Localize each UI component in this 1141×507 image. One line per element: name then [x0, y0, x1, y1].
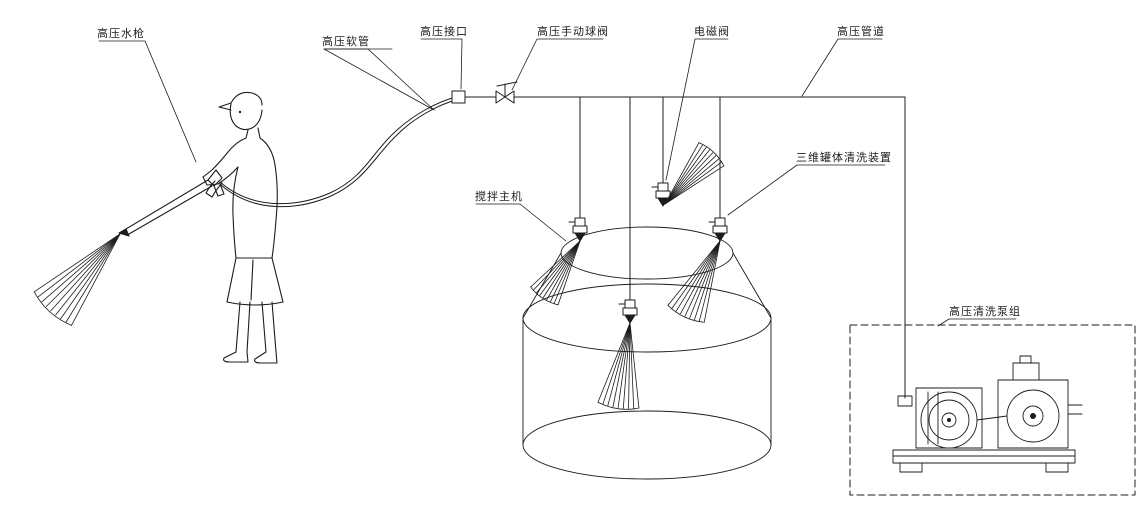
- solenoid-nozzle-4: [708, 217, 728, 242]
- manual-ball-valve: [496, 82, 517, 103]
- spray-fan-1: [528, 231, 595, 308]
- spray-gun: [119, 170, 224, 236]
- solenoid-nozzle-2: [618, 299, 638, 324]
- label-hose: 高压软管: [322, 35, 370, 48]
- label-mixer-host: 搅拌主机: [475, 190, 523, 203]
- mixer-tank: [523, 227, 771, 479]
- leader-lines: [99, 39, 1016, 326]
- spray-fan-4: [665, 232, 739, 326]
- pipeline: [465, 97, 905, 398]
- label-pipeline: 高压管道: [837, 25, 885, 38]
- label-solenoid-valve: 电磁阀: [694, 25, 730, 38]
- connector-fitting: [452, 91, 465, 103]
- label-tank-cleaning-device: 三维罐体清洗装置: [796, 151, 892, 164]
- label-pump-unit: 高压清洗泵组: [949, 305, 1021, 318]
- label-connector: 高压接口: [420, 25, 468, 38]
- pump-unit: [893, 356, 1082, 472]
- spray-fan-2: [596, 319, 651, 413]
- head: [230, 104, 262, 130]
- worker-figure: [203, 92, 283, 363]
- label-water-gun: 高压水枪: [97, 27, 145, 40]
- label-manual-ball-valve: 高压手动球阀: [537, 25, 609, 38]
- cap: [231, 92, 262, 105]
- pump-enclosure: [850, 325, 1135, 495]
- hose: [220, 97, 456, 207]
